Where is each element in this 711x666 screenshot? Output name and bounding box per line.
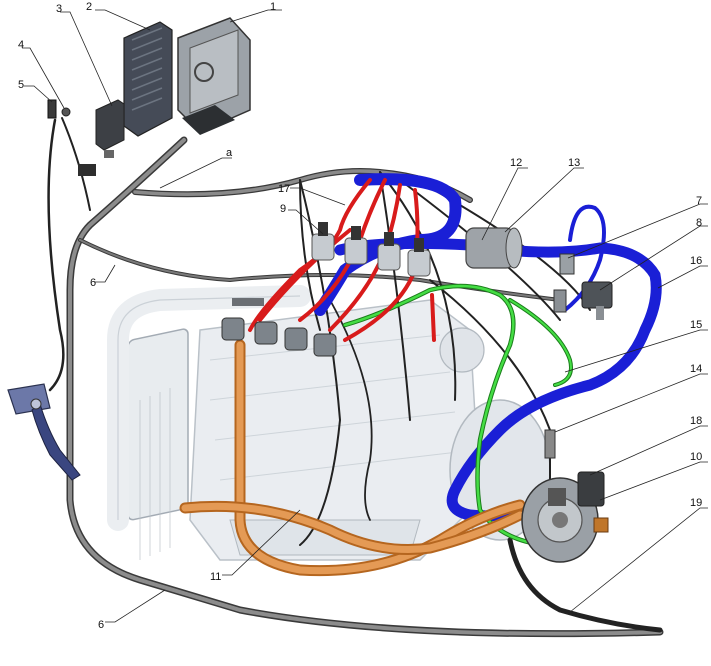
gas-ecu [177,17,251,135]
injector-rail-upper [311,222,431,277]
gas-reducer [521,471,609,563]
callout-6-lower: 6 [98,619,104,631]
connector-5 [47,99,57,119]
radiator [127,328,189,521]
temperature-sensor [544,429,556,459]
callout-11: 11 [210,571,221,583]
injector [344,226,368,265]
sensor-4 [61,107,71,117]
callout-19: 19 [690,497,702,509]
callout-14: 14 [690,363,702,375]
leader-lines [22,9,708,623]
coolant-hoses [179,339,526,577]
callout-8: 8 [696,217,702,229]
diesel-ecu [123,21,173,137]
accelerator-pedal [7,383,81,481]
callout-17: 17 [278,183,290,195]
callout-6-upper: 6 [90,277,96,289]
callout-18: 18 [690,415,702,427]
connector-block [78,164,96,176]
injector [311,222,335,261]
callout-9: 9 [280,203,286,215]
gas-filter [465,227,523,269]
callout-a: a [226,147,233,159]
callout-5: 5 [18,79,24,91]
callout-15: 15 [690,319,702,331]
switch-module [95,99,125,158]
injector [254,321,278,345]
callout-12: 12 [510,157,522,169]
callout-10: 10 [690,451,702,463]
pressure-sensor-8 [553,281,613,320]
injector [284,327,308,351]
callout-13: 13 [568,157,580,169]
callout-7: 7 [696,195,702,207]
callout-16: 16 [690,255,702,267]
radiator-fins [139,388,171,560]
return-hose [507,537,663,633]
vacuum-line [342,283,573,548]
solenoid-valve-7 [559,253,575,275]
injector [221,317,245,341]
callout-2: 2 [86,1,92,13]
injector [407,238,431,277]
callout-3: 3 [56,3,62,15]
callout-4: 4 [18,39,24,51]
injector [313,333,337,357]
callout-1: 1 [270,1,276,13]
callouts: 1 2 3 4 5 a 6 6 17 9 12 13 7 8 16 15 14 … [18,1,702,631]
injector-rail-lower [221,298,337,357]
injector [377,232,401,271]
